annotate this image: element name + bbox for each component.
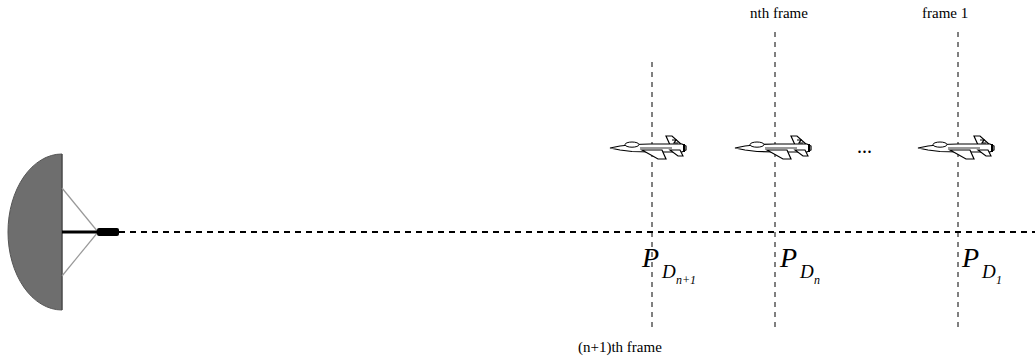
power-subsubscript: 1	[996, 274, 1002, 286]
frame-label: frame 1	[922, 6, 968, 21]
frame-label: nth frame	[750, 6, 808, 21]
power-subscript: D	[982, 262, 996, 281]
power-symbol: P	[962, 244, 979, 272]
frame-label: (n+1)th frame	[578, 340, 662, 355]
power-subsubscript: n	[814, 274, 820, 286]
power-subscript: D	[800, 262, 814, 281]
power-symbol: P	[642, 244, 659, 272]
power-symbol: P	[780, 244, 797, 272]
ellipsis: ...	[857, 136, 872, 156]
power-subsubscript: n+1	[676, 274, 696, 286]
power-subscript: D	[662, 262, 676, 281]
